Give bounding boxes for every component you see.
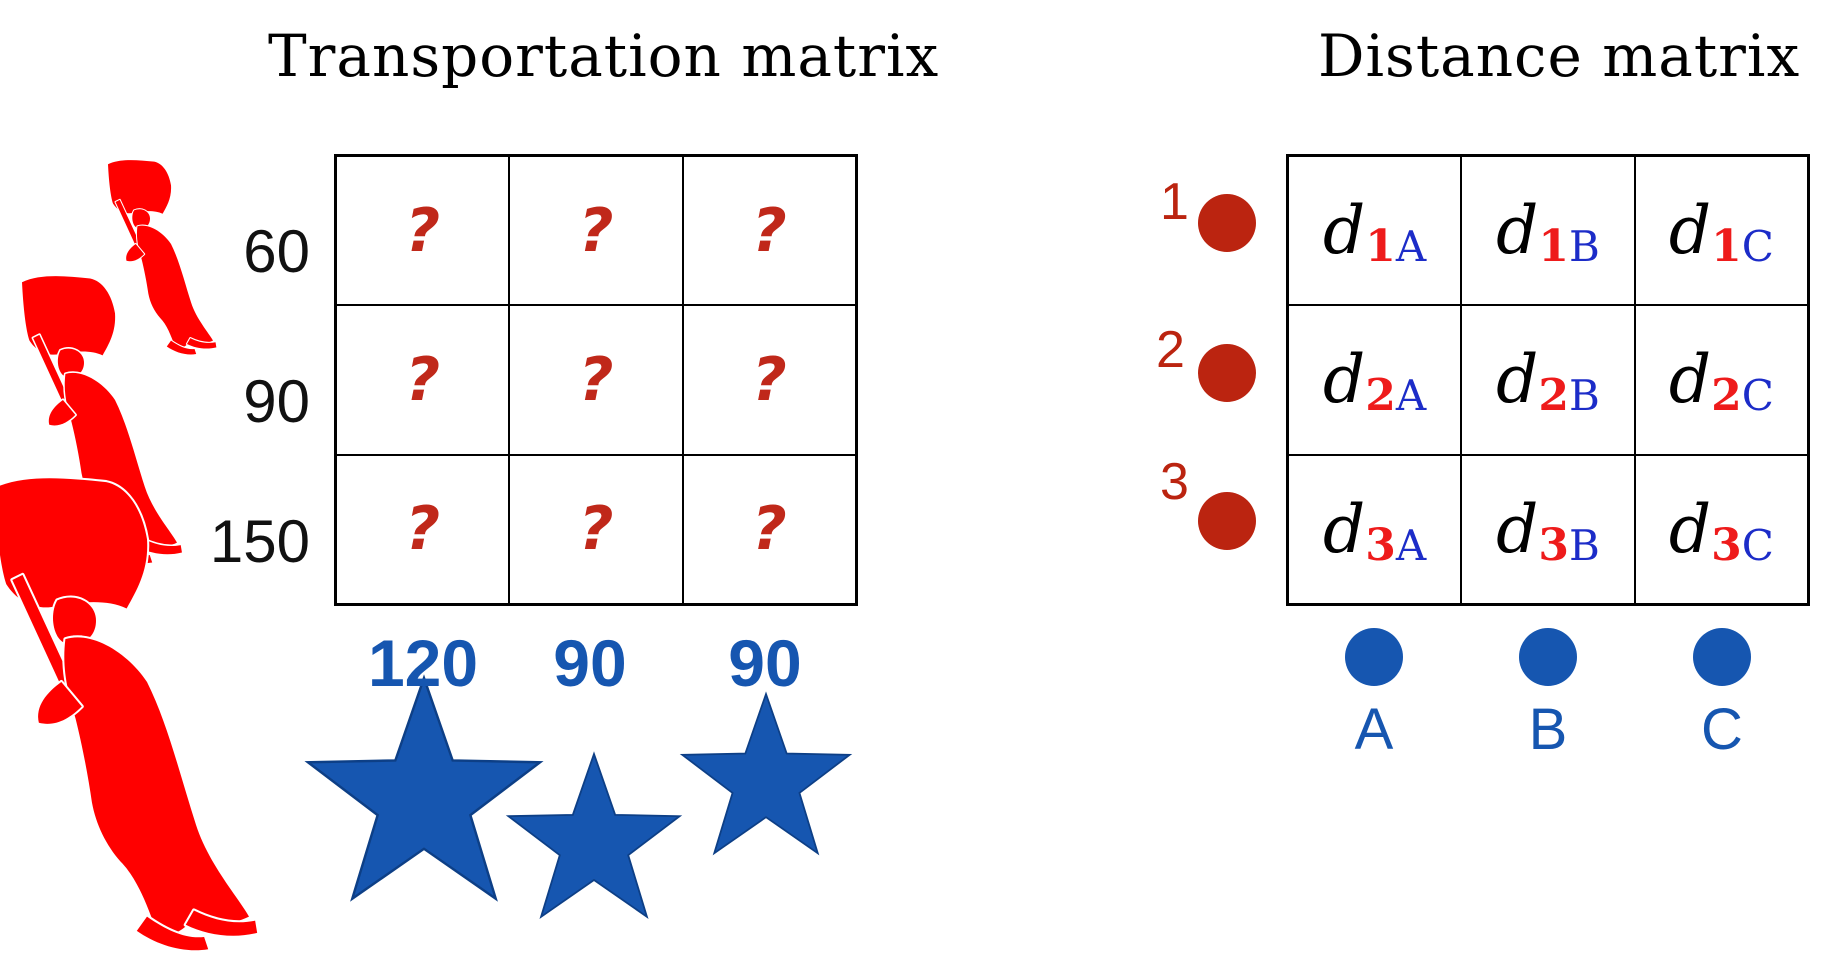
- transportation-matrix-title: Transportation matrix: [268, 22, 940, 90]
- unknown-cell: ?: [509, 454, 683, 604]
- star-icon: [306, 676, 542, 900]
- unknown-cell: ?: [682, 305, 856, 455]
- star-icon: [507, 753, 681, 918]
- distance-matrix-title: Distance matrix: [1318, 22, 1801, 90]
- destination-dot-icon: [1519, 628, 1577, 686]
- supply-label: 90: [243, 368, 310, 435]
- demand-label: 120: [367, 626, 479, 700]
- destination-label: A: [1354, 697, 1394, 762]
- demand-label: 90: [728, 626, 802, 700]
- unknown-cell: ?: [509, 305, 683, 455]
- demand-label: 90: [553, 626, 627, 700]
- unknown-cell: ?: [509, 156, 683, 306]
- destination-dot-icon: [1345, 628, 1403, 686]
- unknown-cell: ?: [682, 156, 856, 306]
- transportation-matrix: ? ? ? ? ? ? ? ? ?: [334, 154, 858, 606]
- source-number: 2: [1156, 321, 1185, 379]
- unknown-cell: ?: [336, 156, 510, 306]
- source-dot-icon: [1198, 194, 1256, 252]
- supply-label: 150: [209, 508, 310, 575]
- source-number: 3: [1160, 453, 1189, 511]
- destination-label: B: [1528, 697, 1568, 762]
- source-dot-icon: [1198, 492, 1256, 550]
- star-icon: [681, 693, 851, 855]
- source-number: 1: [1160, 173, 1189, 231]
- unknown-cell: ?: [336, 454, 510, 604]
- source-dot-icon: [1198, 344, 1256, 402]
- unknown-cell: ?: [682, 454, 856, 604]
- unknown-cell: ?: [336, 305, 510, 455]
- destination-label: C: [1701, 697, 1743, 762]
- destination-dot-icon: [1693, 628, 1751, 686]
- supply-label: 60: [243, 218, 310, 285]
